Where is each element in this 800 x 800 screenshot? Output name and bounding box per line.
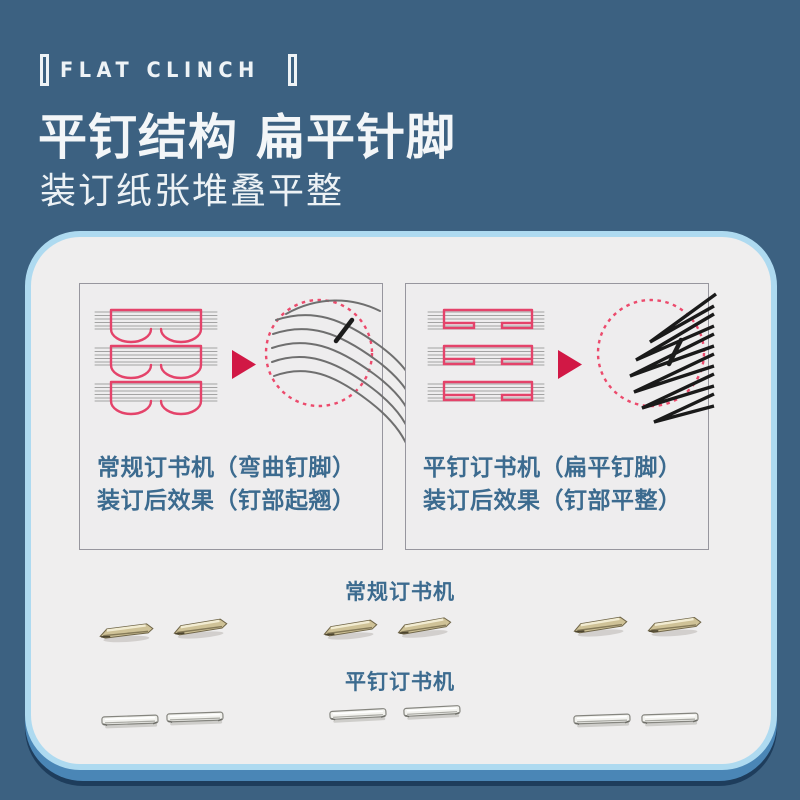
flat-staple-photo [641, 712, 700, 728]
zoom-circle-icon [264, 298, 374, 408]
flat-staple-photo [402, 704, 462, 721]
badge-label: FLAT CLINCH [60, 58, 260, 82]
flat-caption-line1: 平钉订书机（扁平钉脚） [423, 455, 682, 481]
panel-regular-stapler: 常规订书机（弯曲钉脚） 装订后效果（钉部起翘） [79, 283, 426, 550]
flat-staple-glyphs [427, 308, 545, 402]
page-title: 平钉结构 扁平针脚 [38, 109, 457, 166]
page-subtitle: 装订纸张堆叠平整 [40, 171, 345, 212]
bent-staple-photo [646, 615, 703, 639]
staple-mark-icon [333, 317, 355, 344]
right-bracket-icon [288, 54, 298, 86]
flat-staple-photo [101, 714, 160, 730]
regular-caption-line1: 常规订书机（弯曲钉脚） [97, 455, 356, 481]
panel-flat-stapler: 平钉订书机（扁平钉脚） 装订后效果（钉部平整） [405, 283, 717, 550]
bent-staple-photo [98, 622, 155, 645]
left-bracket-icon [40, 54, 49, 86]
zoom-circle-icon [596, 298, 706, 408]
flat-staple-photo [573, 713, 632, 729]
flat-staple-photo [328, 707, 388, 724]
row-label-regular: 常规订书机 [345, 580, 455, 604]
flat-caption: 平钉订书机（扁平钉脚） 装订后效果（钉部平整） [423, 452, 704, 518]
row-label-flat: 平钉订书机 [345, 670, 455, 694]
arrow-icon [558, 350, 582, 379]
flat-caption-line2: 装订后效果（钉部平整） [423, 488, 682, 514]
regular-caption-line2: 装订后效果（钉部起翘） [97, 488, 356, 514]
staple-mark-icon [666, 337, 684, 367]
bent-staple-glyphs [94, 308, 218, 416]
flat-papers-icon [629, 292, 717, 424]
flat-staple-photo [166, 711, 225, 727]
regular-caption: 常规订书机（弯曲钉脚） 装订后效果（钉部起翘） [97, 452, 378, 518]
arrow-icon [232, 350, 256, 379]
flat-clinch-badge: FLAT CLINCH [40, 54, 298, 86]
